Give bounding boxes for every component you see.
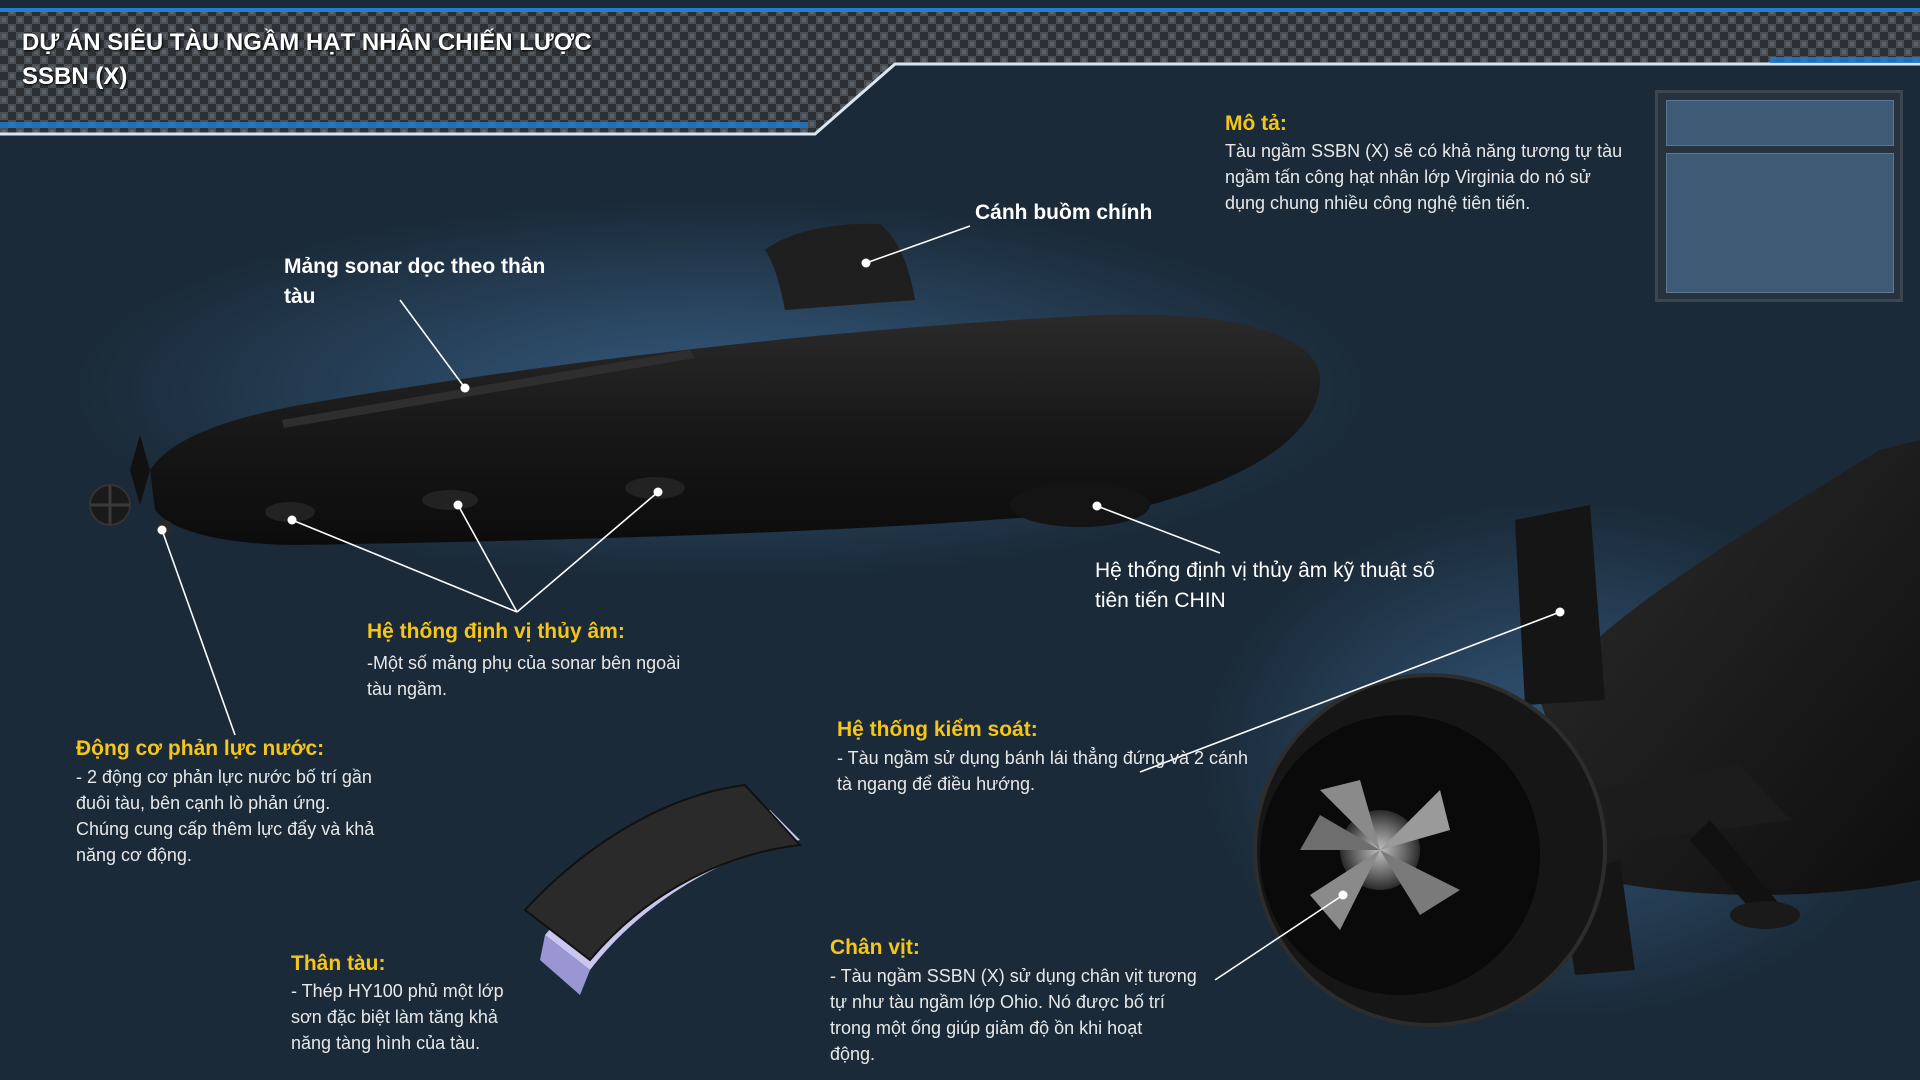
waterjet-text: - 2 động cơ phản lực nước bố trí gần đuô… (76, 764, 416, 868)
waterjet-line: đuôi tàu, bên cạnh lò phản ứng. (76, 793, 331, 813)
waterjet-line: - 2 động cơ phản lực nước bố trí gần (76, 767, 372, 787)
hull-line: năng tàng hình của tàu. (291, 1033, 481, 1053)
leader-waterjet (161, 529, 236, 736)
description-line: dụng chung nhiều công nghệ tiên tiến. (1225, 193, 1531, 213)
description-text: Tàu ngầm SSBN (X) sẽ có khả năng tương t… (1225, 138, 1655, 216)
description-line: ngầm tấn công hạt nhân lớp Virginia do n… (1225, 167, 1591, 187)
propeller-line: - Tàu ngầm SSBN (X) sử dụng chân vịt tươ… (830, 966, 1197, 986)
leader-sonar-3 (516, 491, 659, 613)
side-panel-frame (1655, 90, 1903, 302)
side-panel-bottom (1666, 153, 1894, 293)
waterjet-heading: Động cơ phản lực nước: (76, 737, 325, 760)
stern-closeup-illustration (1253, 440, 1920, 1027)
waterjet-line: năng cơ động. (76, 845, 192, 865)
propeller-text: - Tàu ngầm SSBN (X) sử dụng chân vịt tươ… (830, 963, 1230, 1067)
waterjet-line: Chúng cung cấp thêm lực đẩy và khả (76, 819, 375, 839)
chin-label-line: Hệ thống định vị thủy âm kỹ thuật số (1095, 559, 1435, 582)
leader-sonar-array (399, 299, 466, 389)
hull-heading: Thân tàu: (291, 952, 386, 975)
description-line: Tàu ngầm SSBN (X) sẽ có khả năng tương t… (1225, 141, 1623, 161)
leader-propeller (1214, 894, 1344, 981)
leader-lines (161, 225, 1561, 981)
hull-line: - Thép HY100 phủ một lớp (291, 981, 504, 1001)
leader-sonar-1 (291, 519, 518, 613)
propeller-illustration (1300, 780, 1460, 930)
sonar-line: tàu ngầm. (367, 679, 448, 699)
sail-label: Cánh buồm chính (975, 201, 1153, 224)
page-title: DỰ ÁN SIÊU TÀU NGẦM HẠT NHÂN CHIẾN LƯỢC … (22, 26, 782, 94)
header-band (0, 8, 1920, 136)
side-panel-top (1666, 100, 1894, 146)
sonar-array-label-line: Mảng sonar dọc theo thân (284, 255, 546, 278)
sonar-heading: Hệ thống định vị thủy âm: (367, 620, 625, 643)
hull-text: - Thép HY100 phủ một lớp sơn đặc biệt là… (291, 978, 551, 1056)
hull-line: sơn đặc biệt làm tăng khả (291, 1007, 498, 1027)
title-line-2: SSBN (X) (22, 63, 128, 90)
propeller-line: tự như tàu ngầm lớp Ohio. Nó được bố trí (830, 992, 1165, 1012)
submarine-illustration (89, 223, 1320, 545)
leader-sonar-2 (457, 504, 518, 613)
chin-label-line: tiên tiến CHIN (1095, 589, 1226, 612)
control-line: tà ngang để điều hướng. (837, 774, 1036, 794)
sonar-text: -Một số mảng phụ của sonar bên ngoài tàu… (367, 650, 747, 702)
leader-sail (865, 225, 971, 264)
sonar-line: -Một số mảng phụ của sonar bên ngoài (367, 653, 681, 673)
chin-label: Hệ thống định vị thủy âm kỹ thuật số tiê… (1095, 556, 1515, 616)
description-heading: Mô tả: (1225, 112, 1287, 135)
leader-control (1139, 611, 1561, 773)
hull-layer-sample (523, 783, 803, 995)
title-line-1: DỰ ÁN SIÊU TÀU NGẦM HẠT NHÂN CHIẾN LƯỢC (22, 29, 592, 56)
control-line: - Tàu ngầm sử dụng bánh lái thẳng đứng v… (837, 748, 1249, 768)
propeller-heading: Chân vịt: (830, 936, 920, 959)
sonar-array-label-line: tàu (284, 285, 316, 308)
sonar-array-label: Mảng sonar dọc theo thân tàu (284, 252, 604, 312)
leader-dots (157, 258, 1565, 900)
control-text: - Tàu ngầm sử dụng bánh lái thẳng đứng v… (837, 745, 1307, 797)
control-heading: Hệ thống kiểm soát: (837, 718, 1038, 741)
propeller-line: động. (830, 1044, 876, 1064)
propeller-line: trong một ống giúp giảm độ ồn khi hoạt (830, 1018, 1143, 1038)
leader-chin (1096, 505, 1221, 554)
